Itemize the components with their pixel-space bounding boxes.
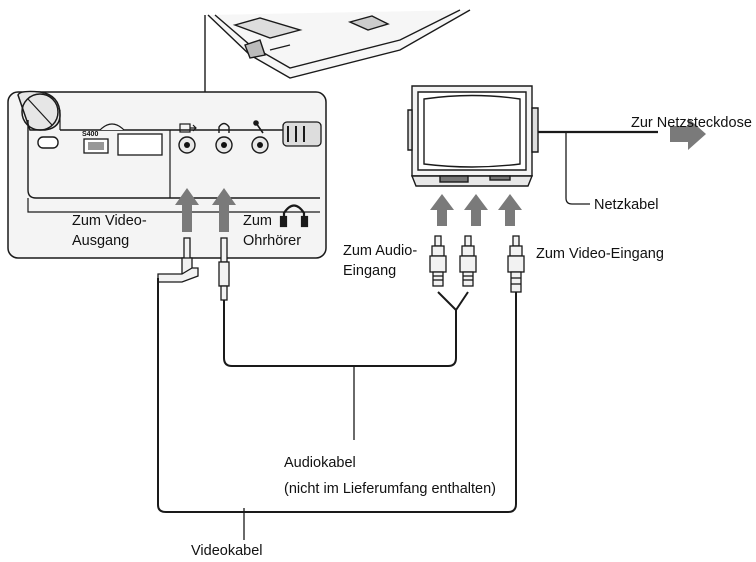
arrow-up-icon: [175, 188, 236, 232]
arrow-up-icon: [430, 194, 522, 226]
microphone-port-icon: [253, 120, 264, 134]
label-zum-audio-eingang-1: Zum Audio-: [343, 243, 418, 259]
video-out-port: [178, 136, 196, 154]
video-cable: [157, 278, 517, 513]
label-zum-video-ausgang-2: Ausgang: [72, 233, 130, 249]
audio-out-plug: [218, 237, 230, 301]
audio-cable: [223, 300, 457, 367]
s400-port-label: S400: [82, 131, 98, 138]
microphone-port: [251, 136, 269, 154]
label-zum-audio-eingang-2: Eingang: [343, 263, 397, 279]
label-videokabel: Videokabel: [191, 543, 263, 559]
video-out-plug: [157, 237, 199, 283]
label-zum-ohrhoerer-1: Zum: [243, 213, 272, 229]
headphones-icon: [279, 204, 309, 228]
label-zum-video-eingang: Zum Video-Eingang: [536, 246, 664, 262]
rca-plug-video: [507, 235, 525, 293]
notebook-illustration: [207, 9, 471, 79]
label-zum-ohrhoerer-2: Ohrhörer: [243, 233, 302, 249]
rca-plug-audio-left: [429, 235, 447, 287]
headphone-port-icon: [218, 122, 230, 133]
rca-plug-audio-right: [459, 235, 477, 287]
arrow-right-icon: [670, 118, 706, 150]
video-out-icon: [179, 123, 197, 133]
power-cable-pointer: [565, 132, 590, 205]
label-zum-video-ausgang-1: Zum Video-: [72, 213, 147, 229]
label-audiokabel: Audiokabel: [284, 455, 356, 471]
label-zur-netzsteckdose: Zur Netzsteckdose: [631, 115, 752, 131]
headphone-port: [215, 136, 233, 154]
label-audiokabel-note: (nicht im Lieferumfang enthalten): [284, 481, 496, 497]
tv-illustration: [407, 85, 539, 187]
label-netzkabel: Netzkabel: [594, 197, 659, 213]
